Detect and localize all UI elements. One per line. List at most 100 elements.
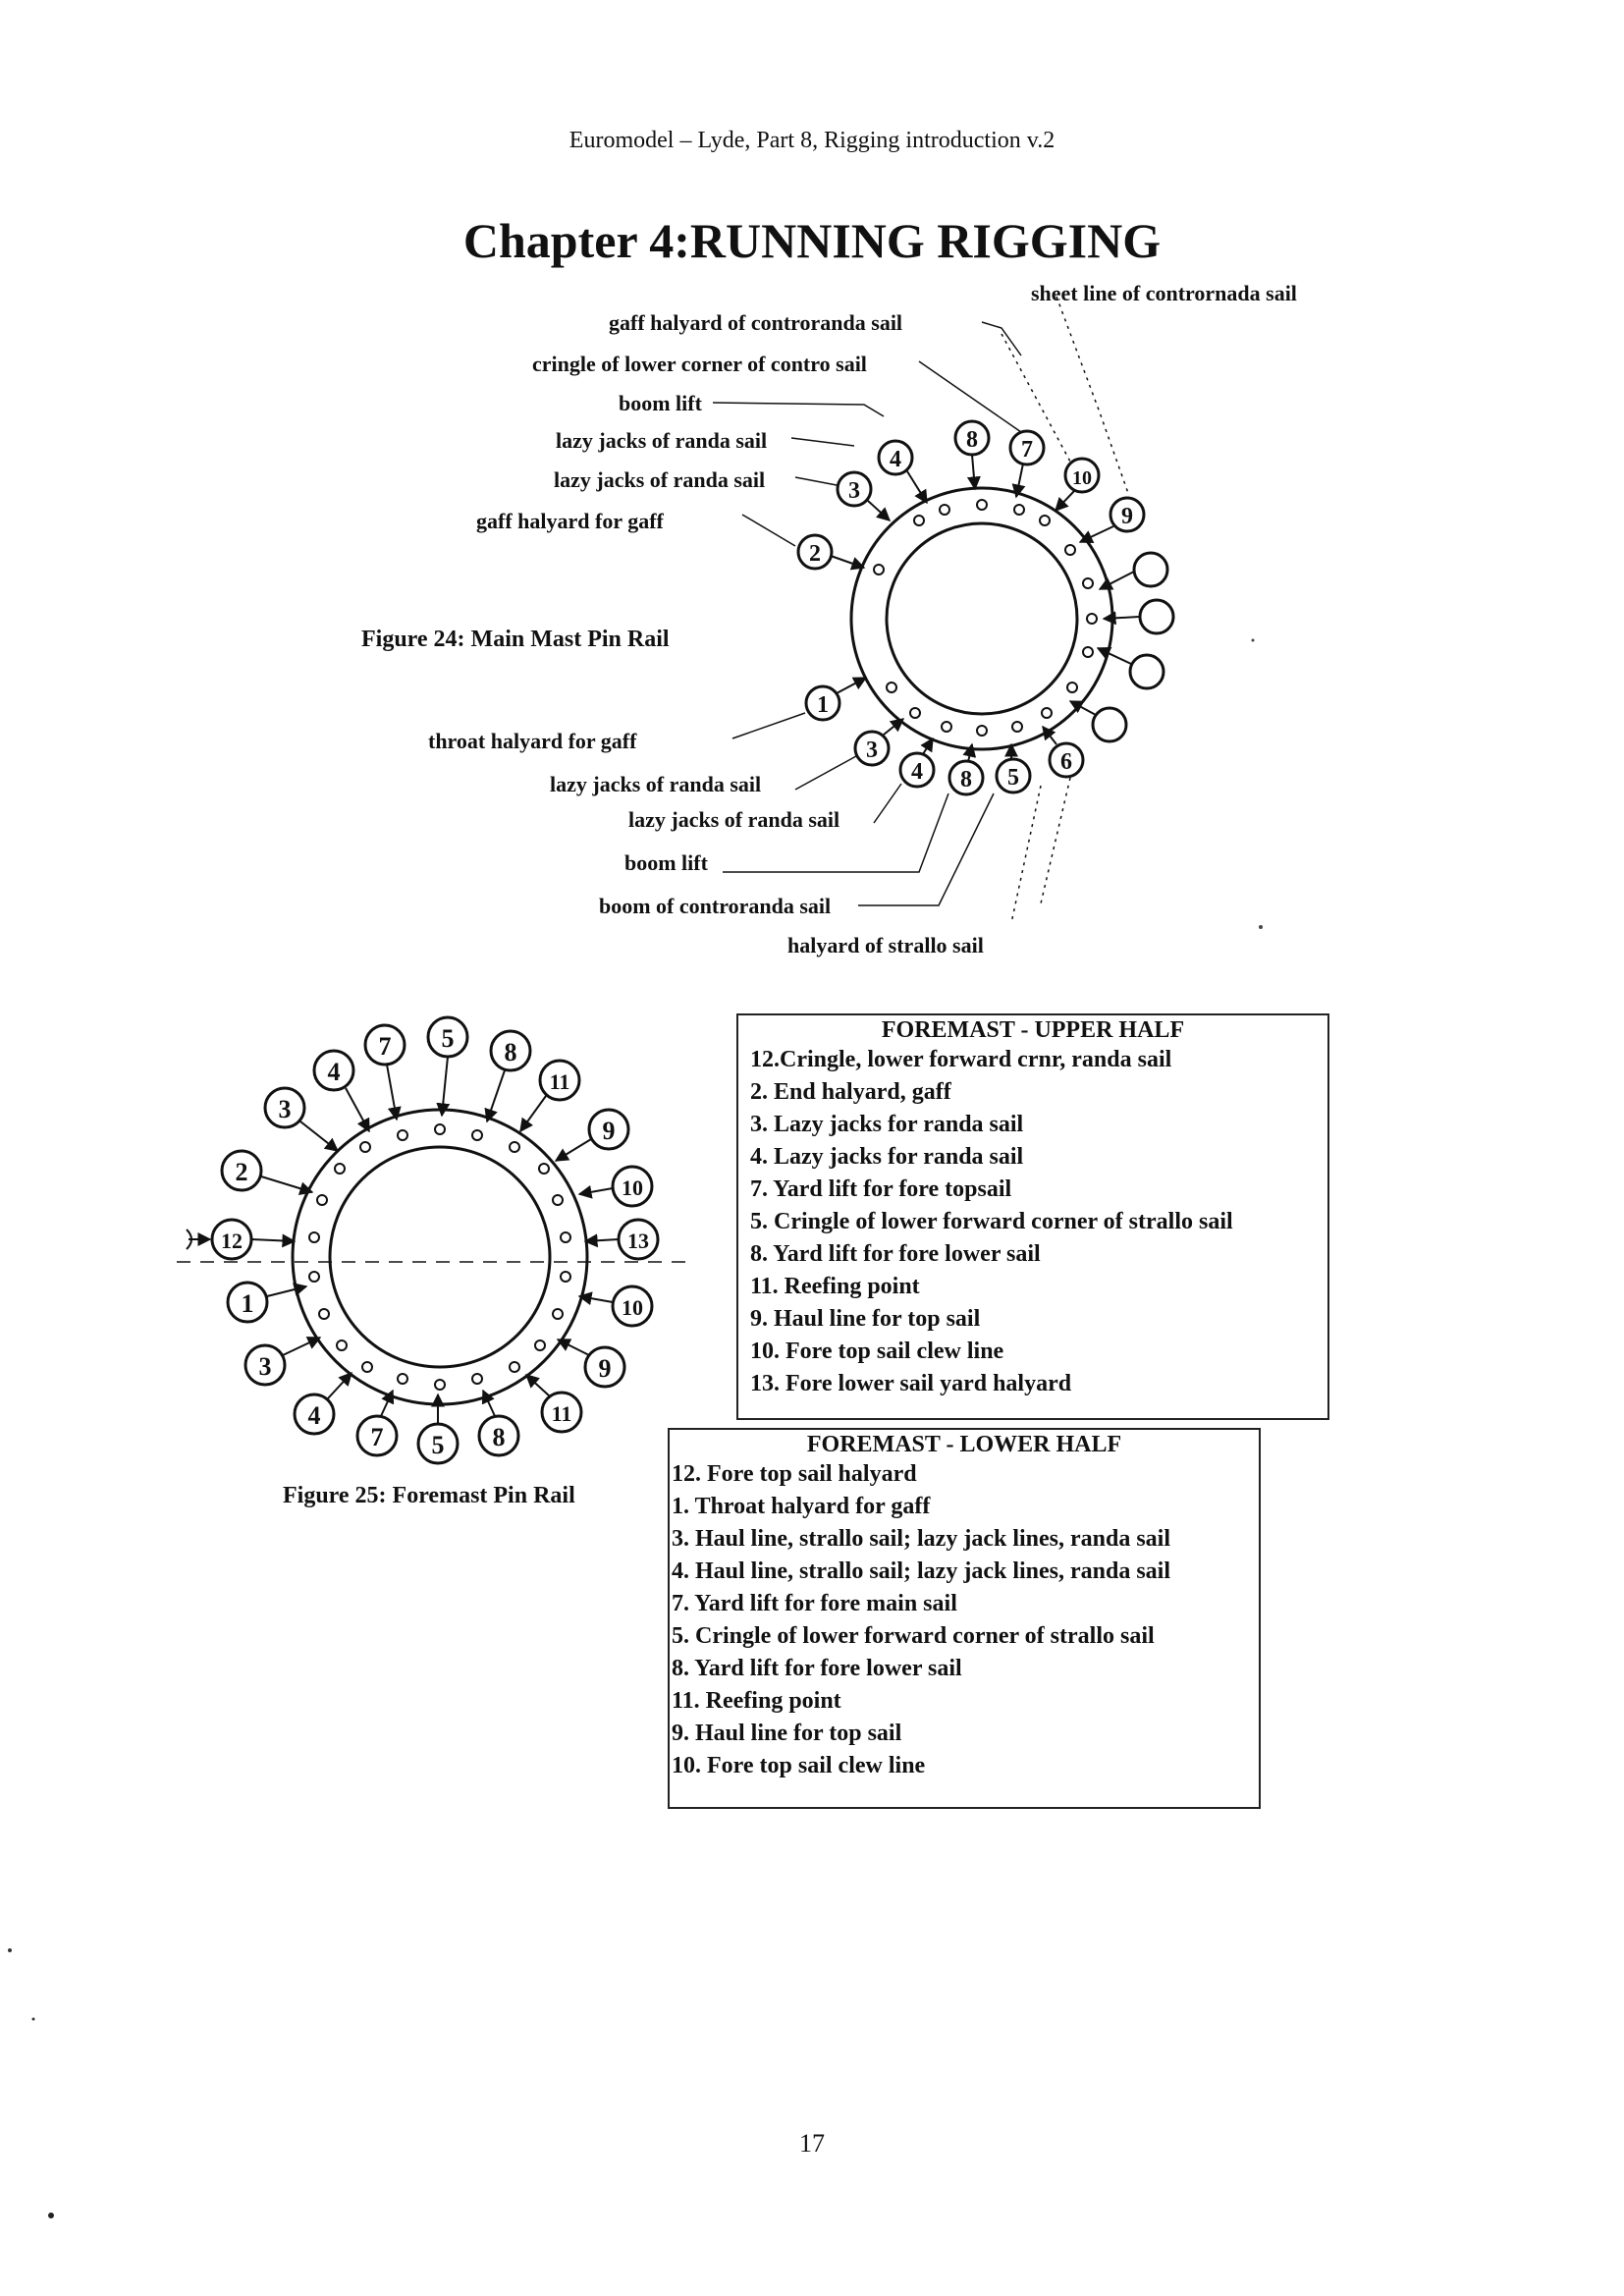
lower-table-row: 3. Haul line, strallo sail; lazy jack li… [672, 1526, 1171, 1552]
page-number: 17 [799, 2129, 825, 2158]
fig24-label-lazy-jacks-2: lazy jacks of randa sail [554, 467, 766, 492]
chapter-title: Chapter 4:RUNNING RIGGING [462, 213, 1162, 268]
svg-text:10: 10 [622, 1175, 643, 1200]
svg-text:7: 7 [1021, 437, 1033, 463]
svg-text:3: 3 [866, 738, 878, 763]
fig25-marker-11: 11 [538, 1059, 581, 1102]
svg-text:4: 4 [328, 1058, 341, 1086]
fig24-marker-8b: 8 [947, 759, 985, 796]
fig25-marker-7: 7 [363, 1023, 406, 1066]
fig25-inner-rail [328, 1145, 552, 1369]
svg-text:5: 5 [432, 1431, 445, 1459]
svg-text:3: 3 [259, 1352, 272, 1381]
lower-table-row: 12. Fore top sail halyard [672, 1461, 917, 1487]
fig25-marker-4: 4 [312, 1049, 355, 1092]
svg-text:1: 1 [242, 1289, 254, 1318]
fig25-marker-9b: 9 [583, 1345, 626, 1389]
svg-text:8: 8 [493, 1423, 506, 1451]
fig24-marker-10: 10 [1063, 457, 1101, 494]
lower-table-row: 11. Reefing point [672, 1688, 841, 1714]
fig24-marker-7: 7 [1008, 429, 1046, 466]
foremast-pin-rail-diagram: 7 5 8 4 11 3 9 2 10 12 13 1 10 3 9 4 11 … [177, 1015, 687, 1465]
upper-table-row: 5. Cringle of lower forward corner of st… [750, 1209, 1233, 1234]
svg-text:3: 3 [279, 1095, 292, 1123]
upper-table-row: 2. End halyard, gaff [750, 1079, 951, 1105]
fig24-inner-rail [885, 521, 1079, 716]
fig24-marker-4: 4 [877, 439, 914, 476]
svg-text:4: 4 [890, 447, 901, 472]
fig25-marker-10: 10 [611, 1165, 654, 1208]
svg-text:10: 10 [622, 1295, 643, 1320]
upper-table-row: 13. Fore lower sail yard halyard [750, 1371, 1072, 1396]
fig24-caption: Figure 24: Main Mast Pin Rail [361, 627, 670, 652]
upper-table-row: 7. Yard lift for fore topsail [750, 1176, 1012, 1202]
svg-text:4: 4 [911, 759, 923, 785]
svg-text:12: 12 [221, 1229, 243, 1253]
fig24-label-sheet-line: sheet line of contrornada sail [1031, 281, 1297, 305]
fig24-label-gaff-halyard-controranda: gaff halyard of controranda sail [609, 310, 903, 335]
fig24-label-cringle-contro: cringle of lower corner of contro sail [532, 352, 867, 376]
svg-text:7: 7 [371, 1423, 384, 1451]
svg-text:8: 8 [505, 1038, 517, 1066]
fig25-marker-3b: 3 [244, 1343, 287, 1387]
fig24-marker-9: 9 [1109, 496, 1146, 533]
fig24-label-gaff-halyard: gaff halyard for gaff [476, 509, 664, 533]
fig24-marker-3b: 3 [853, 730, 891, 767]
fig24-pin-holes [873, 499, 1098, 737]
svg-text:7: 7 [379, 1032, 392, 1061]
lower-table-row: 5. Cringle of lower forward corner of st… [672, 1623, 1155, 1649]
fig24-label-lazy-jacks-4: lazy jacks of randa sail [628, 807, 840, 832]
upper-table-title: FOREMAST - UPPER HALF [881, 1017, 1185, 1043]
lower-table-row: 8. Yard lift for fore lower sail [672, 1656, 962, 1681]
svg-text:9: 9 [599, 1354, 612, 1383]
fig25-pin-holes [308, 1123, 571, 1391]
fig25-marker-8b: 8 [477, 1414, 520, 1457]
lower-table-row: 7. Yard lift for fore main sail [672, 1591, 957, 1616]
fig24-label-lazy-jacks-3: lazy jacks of randa sail [550, 772, 762, 796]
fig24-marker-4b: 4 [898, 751, 936, 789]
svg-text:2: 2 [809, 541, 821, 567]
foremast-lower-half-table: FOREMAST - LOWER HALF 12. Fore top sail … [668, 1428, 1261, 1809]
page-header: Euromodel – Lyde, Part 8, Rigging introd… [568, 128, 1056, 153]
fig25-arrows [250, 1056, 620, 1424]
fig24-label-halyard-strallo: halyard of strallo sail [787, 933, 984, 957]
svg-text:3: 3 [848, 478, 860, 504]
lower-table-row: 10. Fore top sail clew line [672, 1753, 926, 1778]
svg-text:9: 9 [1121, 504, 1133, 529]
main-mast-pin-rail-diagram: 8 7 4 10 3 9 2 1 3 4 8 5 6 [712, 296, 1175, 924]
fig25-marker-9: 9 [587, 1108, 630, 1151]
svg-text:8: 8 [960, 767, 972, 793]
fig25-marker-8: 8 [489, 1029, 532, 1072]
fig24-label-lazy-jacks-1: lazy jacks of randa sail [556, 428, 768, 453]
fig25-marker-1: 1 [226, 1281, 269, 1324]
upper-table-row: 3. Lazy jacks for randa sail [750, 1112, 1024, 1137]
svg-text:2: 2 [236, 1158, 248, 1186]
fig24-dotted-leaders [1001, 296, 1130, 924]
svg-text:10: 10 [1072, 467, 1092, 489]
fig24-empty-belay-circles [1091, 551, 1175, 743]
fig24-marker-5: 5 [995, 757, 1032, 794]
fig24-marker-1: 1 [804, 684, 841, 722]
fig24-label-boom-controranda: boom of controranda sail [599, 894, 832, 918]
svg-text:11: 11 [552, 1401, 572, 1426]
svg-text:8: 8 [966, 427, 978, 453]
upper-table-row: 10. Fore top sail clew line [750, 1339, 1004, 1364]
fig24-label-throat-halyard: throat halyard for gaff [428, 729, 637, 753]
fig24-label-boom-lift-top: boom lift [619, 391, 702, 415]
fig25-caption: Figure 25: Foremast Pin Rail [283, 1483, 575, 1508]
svg-text:4: 4 [308, 1401, 321, 1430]
svg-text:11: 11 [550, 1069, 570, 1094]
svg-text:9: 9 [603, 1117, 616, 1145]
fig25-marker-5b: 5 [416, 1422, 460, 1465]
fig24-marker-2: 2 [796, 533, 834, 571]
fig24-leader-lines [712, 321, 1022, 906]
upper-table-row: 4. Lazy jacks for randa sail [750, 1144, 1024, 1170]
fig24-marker-3: 3 [836, 470, 873, 508]
fig25-marker-7b: 7 [355, 1414, 399, 1457]
svg-text:5: 5 [442, 1024, 455, 1053]
fig25-marker-10b: 10 [611, 1285, 654, 1328]
lower-table-row: 9. Haul line for top sail [672, 1721, 902, 1746]
fig24-arrows [830, 454, 1140, 763]
upper-table-row: 9. Haul line for top sail [750, 1306, 981, 1332]
fig25-marker-13: 13 [617, 1218, 660, 1261]
